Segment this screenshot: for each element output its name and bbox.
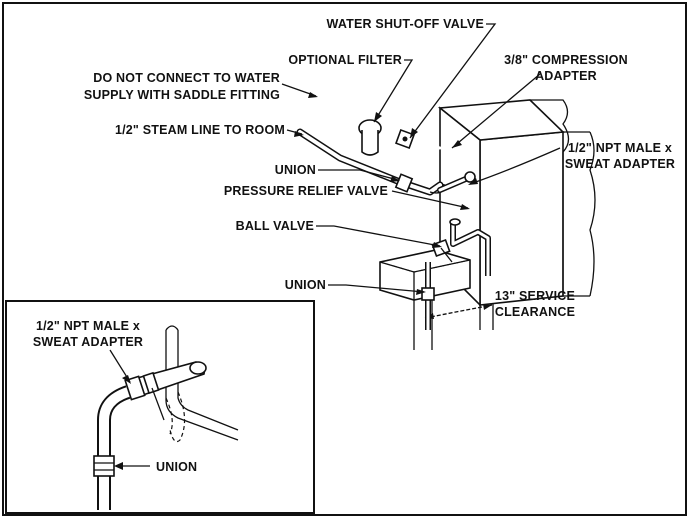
label-inset-npt-adapter-line1: 1/2" NPT MALE x xyxy=(36,319,140,333)
label-ball-valve: BALL VALVE xyxy=(236,219,314,233)
leader-lines xyxy=(281,23,561,295)
steam-generator-cabinet xyxy=(437,99,596,307)
label-inset-union: UNION xyxy=(156,460,197,474)
water-supply-pipe xyxy=(316,93,442,156)
label-service-clearance-line2: CLEARANCE xyxy=(495,305,575,319)
label-water-shutoff-valve: WATER SHUT-OFF VALVE xyxy=(327,17,484,31)
label-compression-adapter-line2: ADAPTER xyxy=(535,69,597,83)
inset-detail: 1/2" NPT MALE x SWEAT ADAPTER UNION xyxy=(5,300,315,514)
label-compression-adapter-line1: 3/8" COMPRESSION xyxy=(504,53,628,67)
label-npt-adapter-line2: SWEAT ADAPTER xyxy=(565,157,675,171)
label-service-clearance-line1: 13" SERVICE xyxy=(495,289,575,303)
service-clearance-lines xyxy=(413,298,494,350)
label-union-top: UNION xyxy=(275,163,316,177)
label-saddle-warning-line2: SUPPLY WITH SADDLE FITTING xyxy=(84,88,280,102)
label-saddle-warning-line1: DO NOT CONNECT TO WATER xyxy=(93,71,280,85)
label-steam-line: 1/2" STEAM LINE TO ROOM xyxy=(115,123,285,137)
label-inset-npt-adapter-line2: SWEAT ADAPTER xyxy=(33,335,143,349)
inset-frame xyxy=(5,300,315,514)
drain-pipe-assembly xyxy=(421,218,491,330)
label-npt-adapter-line1: 1/2" NPT MALE x xyxy=(568,141,672,155)
pressure-relief-pipe xyxy=(437,171,476,193)
label-pressure-relief-valve: PRESSURE RELIEF VALVE xyxy=(224,184,388,198)
label-optional-filter: OPTIONAL FILTER xyxy=(288,53,402,67)
label-union-mid: UNION xyxy=(285,278,326,292)
